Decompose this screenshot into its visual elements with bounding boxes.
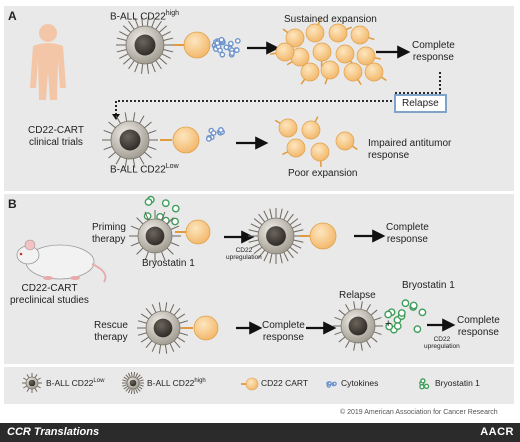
cytokine-cluster	[205, 127, 225, 142]
sustained-expansion-label: Sustained expansion	[284, 14, 377, 25]
panel-a-letter: A	[8, 9, 17, 23]
cart-expansion-cluster	[270, 18, 387, 86]
legend-cytokines-icon	[326, 381, 337, 388]
relapse-box: Relapse	[394, 94, 447, 113]
poor-expansion-label: Poor expansion	[288, 168, 358, 179]
copyright: © 2019 American Association for Cancer R…	[340, 409, 498, 416]
mouse-icon	[16, 239, 107, 283]
cytokine-cluster	[211, 36, 241, 58]
legend-low-label: B-ALL CD22Low	[46, 377, 105, 388]
tumor-cell-low	[333, 301, 383, 351]
relapse-label-b: Relapse	[339, 290, 376, 301]
legend-bryostatin-icon	[419, 378, 430, 390]
bryostatin-label-2: Bryostatin 1	[402, 280, 455, 291]
cart-cell	[175, 219, 211, 245]
legend-tumor-low-icon	[22, 373, 42, 393]
top-cell-label: B-ALL CD22high	[110, 10, 180, 23]
legend-cytokines-label: Cytokines	[341, 378, 379, 388]
aacr-logo: AACR	[480, 426, 514, 438]
legend-cart-icon	[241, 377, 259, 391]
cart-cell	[173, 31, 211, 59]
tumor-cell-low	[137, 302, 189, 354]
cart-cell	[160, 126, 200, 154]
relapse-dotted-line	[115, 72, 441, 114]
legend-bryostatin-label: Bryostatin 1	[435, 378, 480, 388]
tumor-cell-low	[129, 210, 181, 262]
bryostatin-label: Bryostatin 1	[142, 258, 195, 269]
journal-name: CCR Translations	[7, 426, 100, 438]
footer-bar: CCR Translations AACR	[0, 423, 520, 442]
plus-sign: +	[385, 318, 392, 330]
legend-high-label: B-ALL CD22high	[147, 377, 206, 388]
tumor-cell-low	[102, 112, 158, 168]
cart-cell	[182, 315, 219, 341]
cart-cell	[300, 222, 337, 250]
bryostatin-cluster	[384, 299, 427, 334]
tumor-cell-high	[116, 16, 174, 74]
legend-cart-label: CD22 CART	[261, 378, 309, 388]
low-cell-label: B-ALL CD22Low	[110, 163, 179, 176]
human-figure-icon	[30, 24, 66, 100]
cart-poor-cluster	[274, 116, 358, 168]
panel-b-letter: B	[8, 197, 17, 211]
tumor-cell-high	[248, 208, 304, 264]
legend-tumor-high-icon	[122, 372, 144, 394]
